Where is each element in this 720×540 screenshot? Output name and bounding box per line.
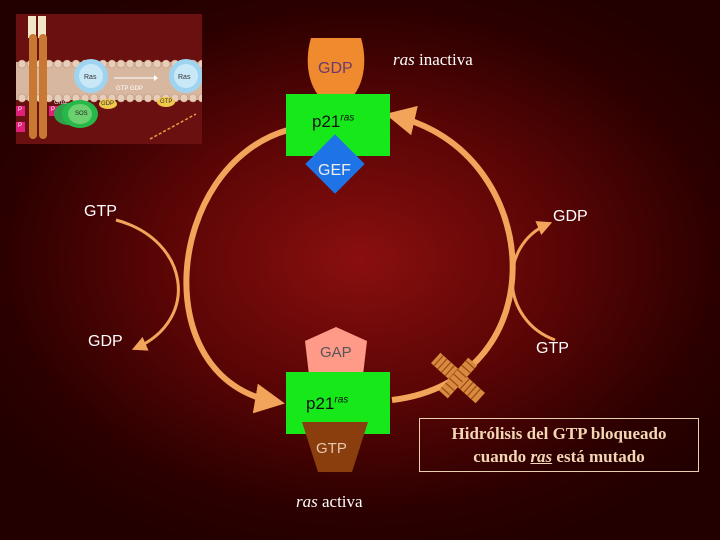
inset-gtp-chip: GTP xyxy=(160,99,173,105)
ras-active-title: ras activa xyxy=(296,492,363,512)
right-gtp-label: GTP xyxy=(536,340,569,357)
ras-inactive-title: ras inactiva xyxy=(393,50,473,70)
gef-label: GEF xyxy=(318,162,351,179)
inset-ras-right: Ras xyxy=(178,74,191,81)
membrane-signaling-inset: Ras Ras GTP GDP GDP GTP Grb2 SOS P P P xyxy=(16,14,202,144)
left-gdp-label: GDP xyxy=(88,333,123,350)
blocked-hydrolysis-crossbar xyxy=(438,357,478,399)
inset-sos: SOS xyxy=(75,111,88,117)
ras-inactive-text: inactiva xyxy=(414,50,473,69)
note-line-2b: está mutado xyxy=(552,447,645,466)
inset-p2: P xyxy=(18,123,23,129)
p21-label-bottom: p21 xyxy=(306,394,335,413)
mutation-note: Hidrólisis del GTP bloqueado cuando ras … xyxy=(419,418,699,472)
p21-sup-bottom: ras xyxy=(334,394,349,406)
inset-grb2: Grb2 xyxy=(54,100,68,106)
inset-p3: P xyxy=(51,107,56,113)
gap-shape xyxy=(305,327,367,375)
left-gtp-label: GTP xyxy=(84,203,117,220)
p21-label-top: p21 xyxy=(312,112,341,131)
activation-arc xyxy=(183,127,289,414)
p21-sup-top: ras xyxy=(340,112,355,124)
inset-gtp-gdp: GTP GDP xyxy=(116,86,143,92)
inset-p1: P xyxy=(18,107,23,113)
ras-active-italic: ras xyxy=(296,492,318,511)
nucleotide-exchange-arc xyxy=(115,218,180,351)
inset-ras-left: Ras xyxy=(84,74,97,81)
gdp-bound-cap xyxy=(307,38,365,96)
note-line-2-italic: ras xyxy=(530,447,553,466)
hydrolysis-arc xyxy=(510,221,556,342)
right-gdp-label: GDP xyxy=(553,208,588,225)
top-gdp-label: GDP xyxy=(318,60,353,77)
note-line-2a: cuando xyxy=(473,447,531,466)
note-line-1: Hidrólisis del GTP bloqueado xyxy=(451,424,667,443)
inset-gdp-chip: GDP xyxy=(101,101,115,107)
gap-label: GAP xyxy=(320,344,352,361)
bottom-gtp-label: GTP xyxy=(316,440,347,457)
ras-active-text: activa xyxy=(317,492,363,511)
note-line-2: cuando ras está mutado xyxy=(420,445,698,468)
inactivation-arc xyxy=(385,106,516,403)
gtp-bound-cup xyxy=(302,422,368,472)
ras-inactive-italic: ras xyxy=(393,50,415,69)
